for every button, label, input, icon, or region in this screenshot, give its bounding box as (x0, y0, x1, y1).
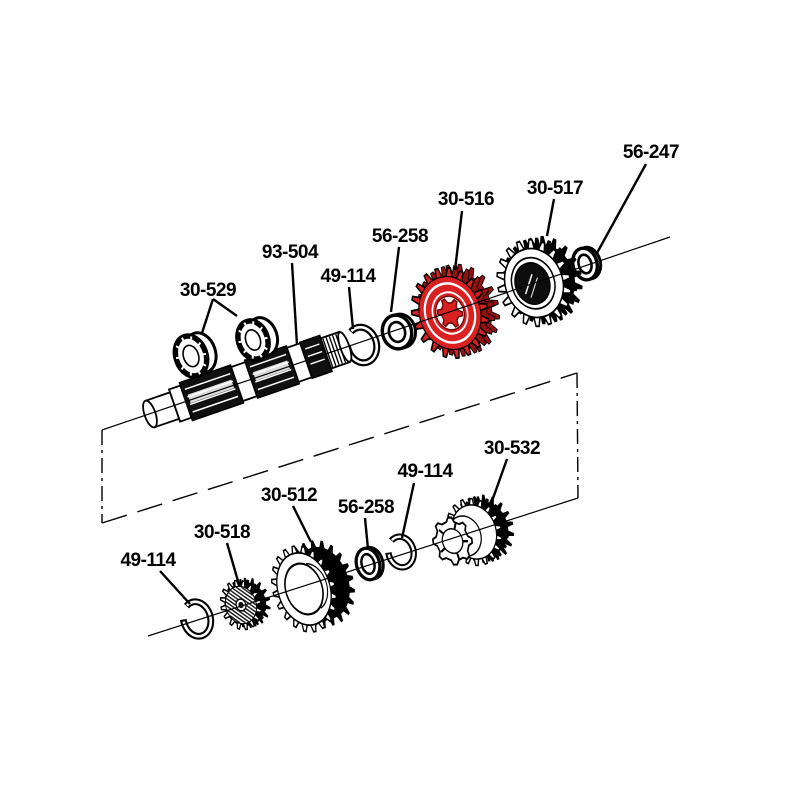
callout-30-517: 30-517 (527, 178, 583, 199)
dog-clutch-hub (431, 516, 474, 566)
leader-30-529-left (200, 298, 215, 334)
leader-30-516 (453, 210, 464, 271)
callout-56-258-lower: 56-258 (338, 497, 394, 518)
callout-30-512: 30-512 (261, 485, 317, 506)
leader-30-532 (489, 458, 509, 505)
construction-frame (101, 372, 579, 524)
leader-30-517 (545, 198, 556, 237)
callout-30-529: 30-529 (180, 280, 236, 301)
leader-30-529-right (212, 298, 238, 317)
axis-line-upper (101, 236, 671, 431)
callout-30-532: 30-532 (484, 438, 540, 459)
part-56-258-washer-lower (354, 545, 385, 582)
leader-49-114-upper (347, 286, 355, 330)
leader-49-114-lower-right (400, 482, 416, 539)
frame-diagonal-dashed-line (101, 372, 578, 524)
callout-labels: 30-529 93-504 49-114 56-258 30-516 30-51… (120, 142, 679, 571)
part-56-258-washer-upper (380, 312, 418, 351)
callout-56-258-upper: 56-258 (372, 226, 428, 247)
part-49-114-retaining-ring-lower-left (180, 598, 215, 640)
part-30-518-gear (219, 577, 271, 631)
leader-30-518 (225, 542, 240, 582)
part-30-512-gear (271, 540, 355, 633)
leader-56-258-upper (389, 246, 401, 313)
callout-56-247: 56-247 (623, 142, 679, 163)
axis-centerlines (101, 236, 671, 637)
axis-line-lower (147, 497, 579, 637)
callout-30-518: 30-518 (194, 522, 250, 543)
part-49-114-retaining-ring-lower-right (385, 533, 417, 571)
leader-93-504 (290, 262, 299, 346)
callout-49-114-upper: 49-114 (320, 266, 376, 287)
callout-49-114-lower-left: 49-114 (120, 550, 176, 571)
part-49-114-retaining-ring-upper (343, 323, 381, 367)
part-30-516-gear-highlighted (410, 263, 500, 360)
part-30-529-bearing-left (172, 331, 218, 379)
leader-49-114-lower-left (159, 570, 191, 605)
callout-49-114-lower-right: 49-114 (397, 461, 453, 482)
frame-right-dashed-line (576, 372, 579, 499)
shaft-spline-highlights-3 (305, 343, 325, 365)
leader-lines (159, 163, 648, 605)
part-30-529-bearing-right (235, 316, 280, 362)
leader-56-247 (595, 163, 648, 254)
callout-93-504: 93-504 (262, 242, 319, 263)
leader-30-512 (291, 505, 313, 543)
callout-30-516: 30-516 (438, 189, 494, 210)
leader-56-258-lower (363, 517, 370, 550)
